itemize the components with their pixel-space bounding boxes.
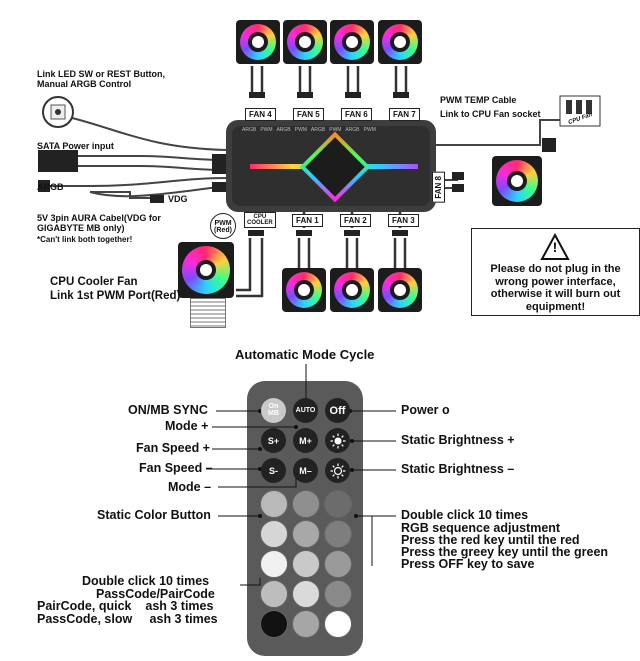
on-mb-key-line2: MB xyxy=(268,409,279,417)
pwm-red-line2: (Red) xyxy=(214,227,232,234)
label-manual-argb: Manual ARGB Control xyxy=(37,79,132,89)
cpu-cooler-heatsink xyxy=(190,298,226,328)
static-color-key[interactable] xyxy=(260,520,288,548)
brightness-minus-key[interactable] xyxy=(325,458,350,483)
label-dbl-click-right: Double click 10 times xyxy=(401,508,529,522)
label-mode-minus: Mode – xyxy=(168,480,212,494)
vdg-connector xyxy=(150,195,164,203)
static-color-key[interactable] xyxy=(292,610,320,638)
label-on-mb-sync: ON/MB SYNC xyxy=(128,403,208,417)
tag-cpu-cooler-line2: COOLER xyxy=(247,220,273,226)
warning-exclamation: ! xyxy=(552,239,558,255)
static-color-key[interactable] xyxy=(292,550,320,578)
static-color-key[interactable] xyxy=(292,580,320,608)
auto-key[interactable]: AUTO xyxy=(293,398,318,423)
label-press-green: Press the greey key until the green xyxy=(401,545,609,559)
static-color-key[interactable] xyxy=(260,580,288,608)
static-color-key[interactable] xyxy=(324,580,352,608)
label-passcode-slow: PassCode, slow ash 3 times xyxy=(37,612,218,626)
speed-minus-key[interactable]: S- xyxy=(261,458,286,483)
static-color-key[interactable] xyxy=(324,610,352,638)
label-dbl-click-left: Double click 10 times xyxy=(82,574,210,588)
warning-triangle-icon xyxy=(540,233,570,260)
sata-plug xyxy=(38,150,78,172)
sun-minus-icon xyxy=(330,463,345,478)
label-aura-2: GIGABYTE MB only) xyxy=(37,223,125,233)
label-cpu-cooler-fan: CPU Cooler Fan xyxy=(50,276,138,288)
label-sata-power: SATA Power input xyxy=(37,141,114,151)
on-mb-sync-key[interactable]: On MB xyxy=(261,398,286,423)
mode-plus-key[interactable]: M+ xyxy=(293,428,318,453)
label-pwm-temp: PWM TEMP Cable xyxy=(440,95,517,105)
label-brightness-plus: Static Brightness + xyxy=(401,433,515,447)
pwm-red-line1: PWM xyxy=(214,220,232,227)
fan-6-image xyxy=(330,20,374,64)
warning-text: Please do not plug in the wrong power in… xyxy=(490,263,621,313)
connectors xyxy=(248,92,409,236)
sata-connector xyxy=(212,154,226,174)
rgb-diamond xyxy=(299,131,371,203)
fan-3-image xyxy=(378,268,422,312)
tag-fan-6: FAN 6 xyxy=(341,108,372,121)
label-first-pwm-port: Link 1st PWM Port(Red) xyxy=(50,290,181,302)
speed-plus-key[interactable]: S+ xyxy=(261,428,286,453)
label-mode-plus: Mode + xyxy=(165,419,209,433)
sun-plus-icon xyxy=(330,433,345,448)
static-color-key[interactable] xyxy=(260,550,288,578)
off-key[interactable]: Off xyxy=(325,398,350,423)
fan-4-image xyxy=(236,20,280,64)
cpu-cooler-fan-image xyxy=(178,242,234,298)
tag-fan-4: FAN 4 xyxy=(245,108,276,121)
static-color-key[interactable] xyxy=(324,520,352,548)
label-static-color: Static Color Button xyxy=(97,508,211,522)
fan-5-image xyxy=(283,20,327,64)
label-brightness-minus: Static Brightness – xyxy=(401,462,515,476)
argb-plug xyxy=(38,180,50,192)
label-fan-speed-plus: Fan Speed + xyxy=(136,441,210,455)
label-rgb-sequence: RGB sequence adjustment xyxy=(401,521,561,535)
wiring-diagram xyxy=(38,66,601,298)
label-cant-link: *Can't link both together! xyxy=(37,235,133,244)
tag-fan-2: FAN 2 xyxy=(340,214,371,227)
label-vdg: VDG xyxy=(168,194,188,204)
static-color-key[interactable] xyxy=(292,520,320,548)
label-argb: ARGB xyxy=(37,182,64,192)
on-mb-key-line1: On xyxy=(268,403,279,411)
tag-fan-1: FAN 1 xyxy=(292,214,323,227)
label-passcode-paircode: PassCode/PairCode xyxy=(96,587,215,601)
mode-minus-key[interactable]: M– xyxy=(293,458,318,483)
tag-fan-5: FAN 5 xyxy=(293,108,324,121)
label-press-off: Press OFF key to save xyxy=(401,557,535,571)
label-link-led: Link LED SW or REST Button, xyxy=(37,69,165,79)
tag-fan-7: FAN 7 xyxy=(389,108,420,121)
warning-box: ! Please do not plug in the wrong power … xyxy=(471,228,640,316)
remote-title: Automatic Mode Cycle xyxy=(235,347,375,362)
label-paircode-quick: PairCode, quick ash 3 times xyxy=(37,599,214,613)
brightness-plus-key[interactable] xyxy=(325,428,350,453)
label-cpu-socket: Link to CPU Fan socket xyxy=(440,109,541,119)
fan-1-image xyxy=(282,268,326,312)
fan-8-image xyxy=(492,156,542,206)
tag-cpu-cooler: CPU COOLER xyxy=(244,212,276,228)
tag-fan-3: FAN 3 xyxy=(388,214,419,227)
label-power: Power o xyxy=(401,403,450,417)
static-color-key[interactable] xyxy=(324,490,352,518)
static-color-key[interactable] xyxy=(324,550,352,578)
pwm-temp-connector xyxy=(542,138,556,152)
left-cables xyxy=(50,117,227,199)
fan-7-image xyxy=(378,20,422,64)
static-color-key[interactable] xyxy=(260,610,288,638)
static-color-key[interactable] xyxy=(260,490,288,518)
fan-2-image xyxy=(330,268,374,312)
static-color-key[interactable] xyxy=(292,490,320,518)
tag-cpu-cooler-line1: CPU xyxy=(253,214,267,220)
label-aura-1: 5V 3pin AURA Cabel(VDG for xyxy=(37,213,161,223)
argb-connector xyxy=(212,182,226,192)
pwm-red-badge: PWM (Red) xyxy=(210,213,236,239)
label-press-red: Press the red key until the red xyxy=(401,533,580,547)
label-fan-speed-minus: Fan Speed – xyxy=(139,461,213,475)
hub-port-text: ARGB PWM ARGB PWM ARGB PWM ARGB PWM xyxy=(242,127,376,133)
